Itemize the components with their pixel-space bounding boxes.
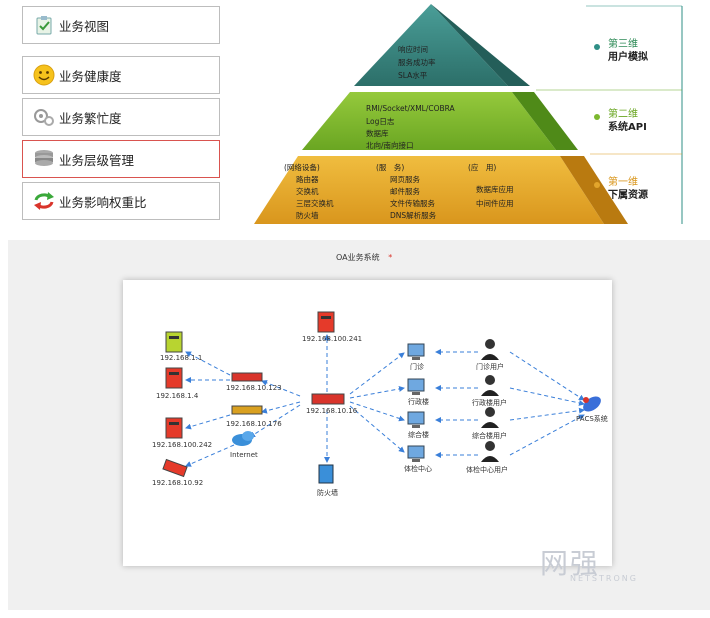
- user-icon-u1: [481, 339, 499, 360]
- user-icon-u2: [481, 375, 499, 396]
- brand-logo: 网强: [540, 547, 601, 580]
- pyramid-top-item: 响应时间: [398, 45, 428, 54]
- node-label: 门诊: [410, 363, 424, 371]
- gears-icon: [33, 106, 55, 128]
- dimension-3: 第三维 用户模拟: [608, 38, 648, 64]
- computer-icon-c1: [407, 343, 425, 360]
- pyramid-mid-item: 北向/南向接口: [366, 141, 414, 150]
- refresh-arrows-icon: [33, 190, 55, 212]
- node-label: 192.168.10.176: [226, 420, 282, 428]
- cloud-icon-internet: [232, 431, 254, 446]
- pyramid-bottom-item: 数据库应用: [476, 185, 514, 194]
- node-label: 192.168.1.1: [160, 354, 203, 362]
- core-switch-icon: [311, 393, 345, 405]
- dim-dot: [594, 114, 600, 120]
- pyramid-mid-item: Log日志: [366, 117, 395, 126]
- menu-item-service-level[interactable]: 业务层级管理: [22, 140, 220, 178]
- pyramid-bottom-header: (服 务): [376, 163, 405, 172]
- pyramid-diagram: [254, 4, 683, 224]
- dim-dot: [594, 182, 600, 188]
- dim-title: 系统API: [608, 122, 647, 133]
- pyramid-top-item: SLA水平: [398, 71, 428, 80]
- firewall-icon: [318, 464, 334, 484]
- pyramid-bottom-item: 防火墙: [296, 211, 319, 220]
- user-icon-u3: [481, 407, 499, 428]
- pyramid-bottom-item: 三层交换机: [296, 199, 334, 208]
- brand-logo-sub: NETSTRONG: [570, 574, 638, 583]
- pyramid-bottom-item: 交换机: [296, 187, 319, 196]
- menu-label: 业务影响权重比: [59, 194, 147, 210]
- smiley-face-icon: [33, 64, 55, 86]
- menu-label: 业务视图: [59, 18, 110, 34]
- topology-canvas: [123, 280, 612, 566]
- computer-icon-c4: [407, 445, 425, 462]
- pyramid-bottom-header: (应 用): [468, 163, 497, 172]
- pyramid-bottom-item: 网页服务: [390, 175, 420, 184]
- dim-dot: [594, 44, 600, 50]
- dimension-1: 第一维 下属资源: [608, 176, 648, 202]
- node-label: PACS系统: [576, 415, 608, 423]
- computer-icon-c3: [407, 411, 425, 428]
- node-label: 192.168.10.16: [306, 407, 358, 415]
- dim-number: 第一维: [608, 177, 638, 188]
- pyramid-bottom-item: 中间件应用: [476, 199, 514, 208]
- menu-label: 业务繁忙度: [59, 110, 122, 126]
- node-label: 行政楼用户: [472, 399, 507, 407]
- node-label: 行政楼: [408, 398, 429, 406]
- server-icon-n2: [165, 367, 183, 389]
- switch-icon-r1: [231, 372, 263, 382]
- node-label: Internet: [230, 451, 258, 459]
- node-label: 192.168.10.123: [226, 384, 282, 392]
- pyramid-bottom-layer: [254, 156, 604, 224]
- server-icon-top: [317, 311, 335, 333]
- node-label: 防火墙: [317, 489, 338, 497]
- computer-icon-c2: [407, 378, 425, 395]
- topology-title: OA业务系统 *: [336, 253, 393, 262]
- menu-item-service-weight[interactable]: 业务影响权重比: [22, 182, 220, 220]
- menu-item-service-busy[interactable]: 业务繁忙度: [22, 98, 220, 136]
- node-label: 综合楼用户: [472, 432, 507, 440]
- pyramid-bottom-side: [560, 156, 628, 224]
- node-label: 门诊用户: [476, 363, 504, 371]
- clipboard-check-icon: [33, 14, 55, 36]
- node-label: 综合楼: [408, 431, 429, 439]
- dimension-2: 第二维 系统API: [608, 108, 647, 134]
- pyramid-bottom-header: (网络设备): [284, 163, 320, 172]
- node-label: 192.168.1.4: [156, 392, 199, 400]
- menu-item-service-health[interactable]: 业务健康度: [22, 56, 220, 94]
- dim-number: 第二维: [608, 109, 638, 120]
- menu-item-service-view[interactable]: 业务视图: [22, 6, 220, 44]
- node-label: 192.168.100.241: [302, 335, 363, 343]
- database-stack-icon: [33, 148, 55, 170]
- pyramid-mid-layer: [302, 92, 556, 150]
- pyramid-bottom-item: 路由器: [296, 175, 319, 184]
- server-icon-n1: [165, 331, 183, 353]
- node-label: 体检中心用户: [466, 466, 508, 474]
- dim-title: 用户模拟: [608, 52, 648, 63]
- pyramid-top-item: 服务成功率: [398, 58, 436, 67]
- pyramid-top-layer: [354, 4, 508, 86]
- pyramid-mid-item: RMI/Socket/XML/COBRA: [366, 104, 455, 113]
- pyramid-bottom-item: DNS解析服务: [390, 211, 437, 220]
- node-label: 192.168.100.242: [152, 441, 213, 449]
- pyramid-bottom-item: 邮件服务: [390, 187, 420, 196]
- switch-icon-r2: [231, 405, 263, 415]
- dim-title: 下属资源: [608, 190, 648, 201]
- menu-label: 业务健康度: [59, 68, 122, 84]
- pyramid-top-side: [431, 4, 530, 86]
- pyramid-mid-item: 数据库: [366, 129, 389, 138]
- server-icon-n3: [165, 417, 183, 439]
- node-label: 192.168.10.92: [152, 479, 204, 487]
- node-label: 体检中心: [404, 465, 432, 473]
- router-icon-n4: [162, 458, 188, 478]
- dim-number: 第三维: [608, 39, 638, 50]
- pyramid-bottom-item: 文件传输服务: [390, 199, 435, 208]
- user-icon-u4: [481, 441, 499, 462]
- pyramid-mid-side: [512, 92, 578, 150]
- menu-label: 业务层级管理: [59, 152, 135, 168]
- pacs-system-icon: [583, 396, 601, 412]
